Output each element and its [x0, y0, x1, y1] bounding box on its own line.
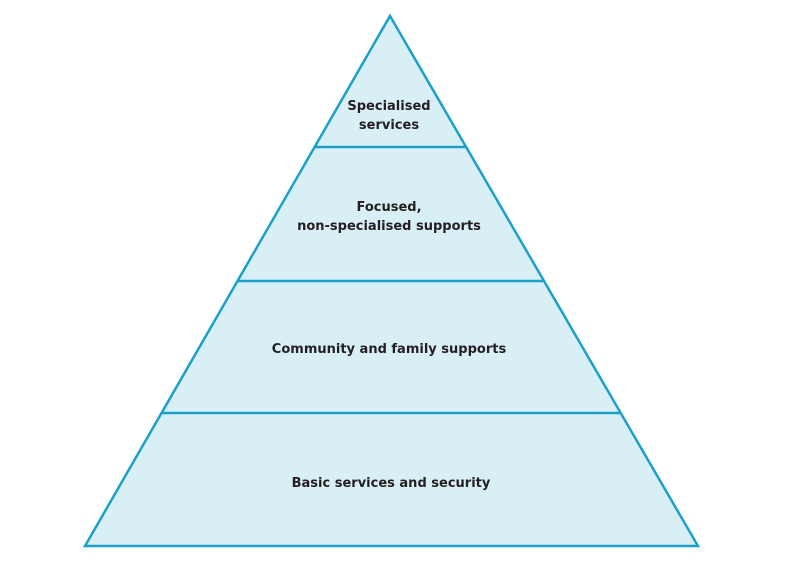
level-2-line-1: Focused, [356, 200, 421, 215]
level-basic-services: Basic services and security [292, 476, 491, 491]
level-specialised-services: Specialised services [347, 99, 430, 133]
level-community-family-supports: Community and family supports [272, 342, 507, 357]
level-3-line-1: Community and family supports [272, 342, 507, 357]
level-2-line-2: non-specialised supports [297, 219, 481, 234]
level-4-line-1: Basic services and security [292, 476, 491, 491]
level-focused-supports: Focused, non-specialised supports [297, 200, 481, 234]
level-1-line-2: services [359, 118, 419, 133]
level-1-line-1: Specialised [347, 99, 430, 114]
